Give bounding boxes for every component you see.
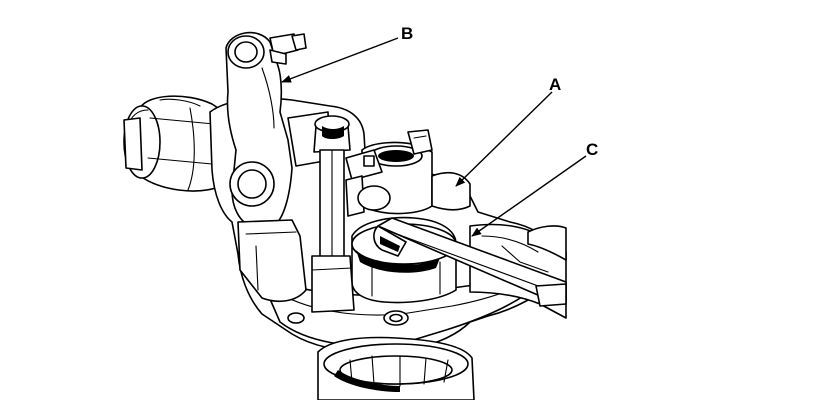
output-shaft-housing [317,336,475,400]
tool-c [373,217,567,307]
vertical-rod [311,115,391,313]
leader-c [471,155,587,237]
callout-a: A [549,75,561,94]
leader-a [455,91,553,187]
rear-housing [123,95,225,192]
callout-c: C [586,140,598,159]
leaders [281,37,587,237]
lever-b [225,31,331,303]
leader-b [281,37,399,83]
callout-b: B [401,24,413,43]
